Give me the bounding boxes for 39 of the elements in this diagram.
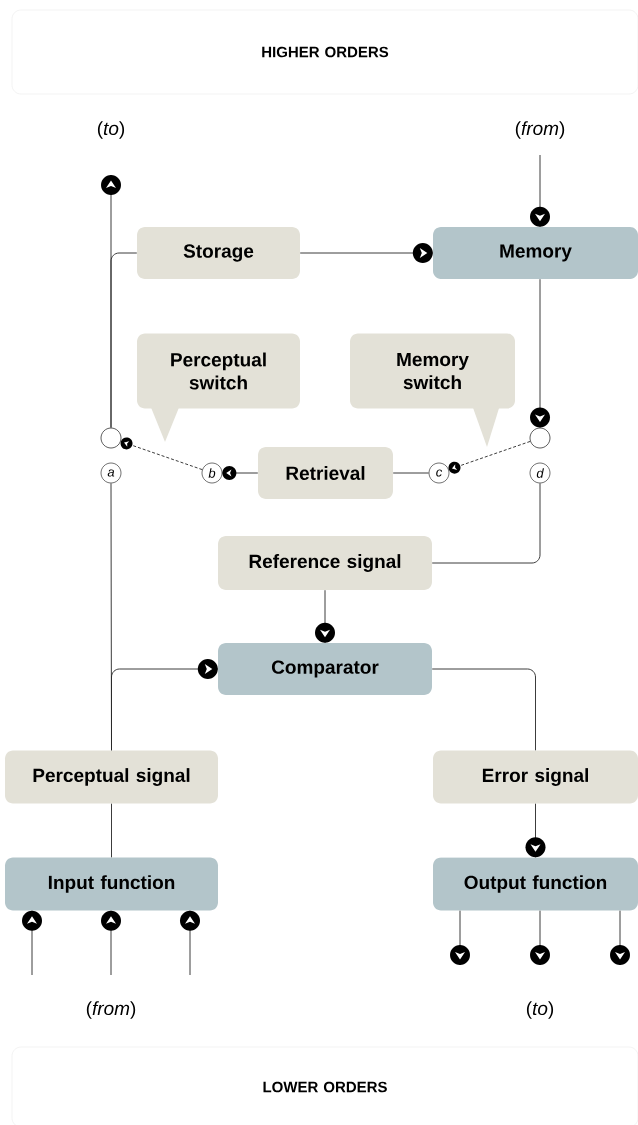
- function-box: Memory: [433, 227, 638, 279]
- direction-label: (to): [97, 121, 125, 139]
- connector-line: [111, 803, 112, 858]
- arrow: [111, 659, 219, 751]
- function-box: Output function: [433, 857, 638, 911]
- dashed-arrow: [448, 440, 531, 474]
- direction-label: (to): [526, 1001, 554, 1019]
- arrow: [530, 154, 550, 228]
- arrow: [530, 278, 550, 429]
- arrow: [221, 466, 259, 480]
- arrow: [180, 910, 200, 976]
- process-box: Storage: [137, 227, 300, 279]
- level-banner: LOWER ORDERS: [11, 1046, 638, 1125]
- process-box: Perceptual signal: [5, 750, 218, 804]
- speech-bubble: Memory switch: [350, 333, 515, 447]
- arrow: [101, 910, 121, 976]
- arrow: [22, 910, 42, 976]
- process-box: Reference signal: [218, 536, 432, 590]
- speech-bubble: Perceptual switch: [137, 333, 300, 442]
- direction-label: (from): [86, 1001, 136, 1019]
- connector-line: [431, 482, 541, 564]
- arrow: [315, 589, 335, 644]
- arrow: [299, 243, 434, 263]
- level-banner: HIGHER ORDERS: [11, 9, 638, 95]
- process-box: Retrieval: [258, 447, 393, 499]
- connector-line: [431, 668, 536, 751]
- function-box: Comparator: [218, 643, 432, 695]
- arrow: [610, 910, 630, 966]
- connector-line: [110, 252, 138, 429]
- arrow: [530, 910, 550, 966]
- function-box: Input function: [5, 857, 218, 911]
- connector-line: [392, 472, 430, 474]
- arrow: [525, 803, 546, 858]
- dashed-arrow: [120, 437, 203, 471]
- arrow: [450, 910, 470, 966]
- process-box: Error signal: [433, 750, 638, 804]
- switch-circle: [529, 427, 551, 449]
- direction-label: (from): [515, 121, 565, 139]
- switch-circle: [100, 427, 122, 449]
